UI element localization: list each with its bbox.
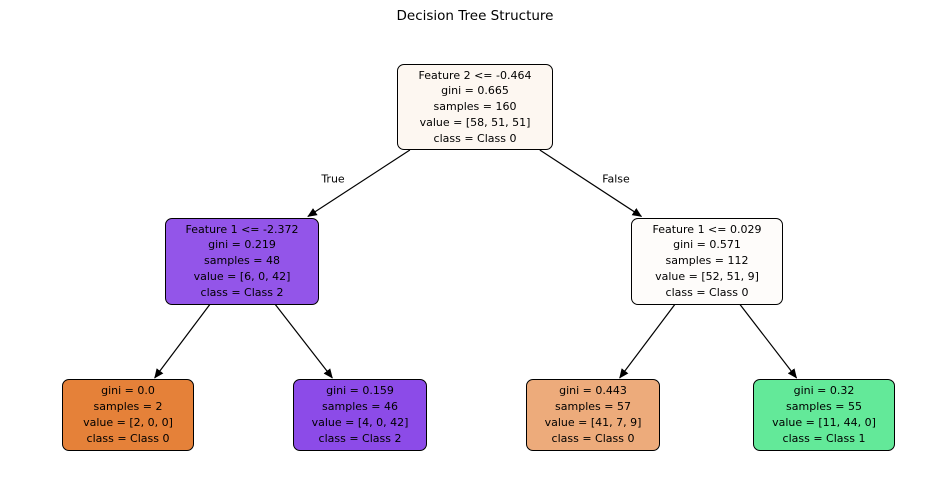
node-class: class = Class 0 [551,431,635,445]
tree-edge [307,149,411,218]
tree-edge [739,304,798,379]
edge-label-false: False [602,172,630,186]
node-samples: samples = 57 [555,400,631,414]
node-value: value = [2, 0, 0] [83,416,173,429]
node-gini: gini = 0.32 [793,384,855,398]
node-gini: gini = 0.159 [326,384,394,398]
decision-node-root: Feature 2 <= -0.464 gini = 0.665 samples… [397,64,553,150]
leaf-node-4: gini = 0.32 samples = 55 value = [11, 44… [753,379,895,451]
node-samples: samples = 2 [93,400,163,414]
node-gini: gini = 0.0 [101,384,155,398]
node-class: class = Class 0 [665,285,749,299]
node-class: class = Class 1 [782,431,866,445]
tree-edge [154,304,211,379]
node-value: value = [58, 51, 51] [419,115,531,129]
node-class: class = Class 2 [200,285,284,299]
node-value: value = [4, 0, 42] [311,416,409,429]
node-samples: samples = 55 [786,400,862,414]
decision-node-right: Feature 1 <= 0.029 gini = 0.571 samples … [631,217,783,305]
chart-title: Decision Tree Structure [396,8,554,24]
node-split-rule: Feature 2 <= -0.464 [418,68,532,82]
node-value: value = [52, 51, 9] [655,269,759,283]
node-samples: samples = 46 [322,400,398,414]
node-split-rule: Feature 1 <= -2.372 [185,222,299,236]
decision-node-left: Feature 1 <= -2.372 gini = 0.219 samples… [165,217,319,305]
node-class: class = Class 0 [86,431,170,445]
tree-edge [539,149,643,218]
node-gini: gini = 0.443 [559,384,627,398]
leaf-node-2: gini = 0.159 samples = 46 value = [4, 0,… [293,379,427,451]
leaf-node-3: gini = 0.443 samples = 57 value = [41, 7… [526,379,660,451]
node-samples: samples = 160 [433,100,517,114]
tree-edge [274,304,333,379]
node-value: value = [11, 44, 0] [772,416,876,429]
node-samples: samples = 112 [665,254,749,268]
edge-label-true: True [321,172,345,186]
node-value: value = [6, 0, 42] [193,269,291,283]
tree-edge [619,304,676,379]
node-value: value = [41, 7, 9] [544,416,642,429]
node-gini: gini = 0.571 [673,238,741,252]
node-samples: samples = 48 [204,254,280,268]
node-gini: gini = 0.219 [208,238,276,252]
node-class: class = Class 0 [433,131,517,145]
node-gini: gini = 0.665 [441,84,509,98]
node-class: class = Class 2 [318,431,402,445]
node-split-rule: Feature 1 <= 0.029 [652,222,762,236]
leaf-node-1: gini = 0.0 samples = 2 value = [2, 0, 0]… [62,379,194,451]
